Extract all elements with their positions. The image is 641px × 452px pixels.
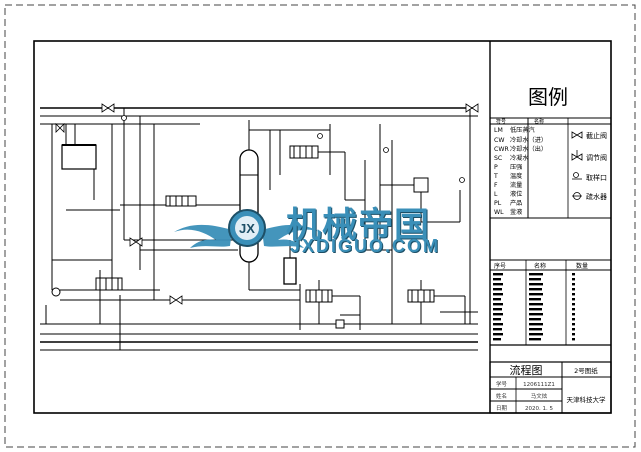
legend-code: PL <box>494 200 502 207</box>
logo-letters: JX <box>239 221 255 236</box>
student-id-label: 学号 <box>496 380 508 388</box>
equip-col-qty: 数量 <box>576 262 588 270</box>
legend-name: 冷却水（进） <box>510 136 547 144</box>
school-name: 天津科技大学 <box>567 395 607 404</box>
name-label: 姓名 <box>496 392 507 400</box>
legend-name: 产品 <box>510 199 522 207</box>
legend-code: L <box>494 191 498 198</box>
legend-name: 液位 <box>510 190 522 198</box>
legend-code: P <box>494 164 498 171</box>
name-value: 马文炫 <box>531 392 548 400</box>
legend-code: WL <box>494 209 504 216</box>
legend-code: CW <box>494 137 504 144</box>
equip-col-name: 名称 <box>534 262 546 270</box>
symbol-label-globe-valve: 截止阀 <box>586 131 607 140</box>
legend-col-code: 符号 <box>496 118 506 125</box>
legend-code: LM <box>494 127 503 134</box>
watermark-text-en: JXDIGUO.COM <box>290 236 441 256</box>
legend-name: 冷却水（出） <box>510 145 547 153</box>
watermark-text-cn: 机械帝国 <box>286 206 431 246</box>
legend-name: 釜液 <box>510 208 522 216</box>
drawing-title: 流程图 <box>510 363 543 377</box>
legend-symbols: 截止阀 调节阀 取样口 疏水器 <box>586 131 607 201</box>
date-value: 2020. 1. 5 <box>525 406 553 412</box>
sheet-size: 2号图纸 <box>574 366 598 375</box>
title-block <box>489 361 612 414</box>
legend-name: 低压蒸汽 <box>510 126 535 134</box>
legend-col-name: 名称 <box>534 118 544 125</box>
date-label: 日期 <box>496 405 508 412</box>
legend-panel <box>489 41 611 413</box>
legend-name: 流量 <box>510 181 522 189</box>
legend-name: 冷凝水 <box>510 154 529 162</box>
legend-code: T <box>493 173 498 180</box>
legend-code: F <box>494 182 498 189</box>
symbol-label-steam-trap: 疏水器 <box>586 192 607 201</box>
equipment-list-table <box>490 259 611 346</box>
legend-code: CWR <box>494 146 509 153</box>
symbol-label-sample-port: 取样口 <box>586 173 607 182</box>
watermark-logo: JX <box>174 209 320 248</box>
legend-name: 温度 <box>510 172 522 180</box>
legend-items: LM 低压蒸汽 CW 冷却水（进） CWR 冷却水（出） SC 冷凝水 P 压强… <box>493 126 547 216</box>
drawing-frame <box>33 40 612 414</box>
legend-code: SC <box>494 155 502 162</box>
legend-name: 压强 <box>510 164 522 171</box>
equip-col-index: 序号 <box>494 262 506 270</box>
legend-title: 图例 <box>528 85 568 109</box>
sheet-dashed-border <box>4 4 636 448</box>
symbol-label-control-valve: 调节阀 <box>586 153 607 162</box>
student-id-value: 1206111Z1 <box>523 382 555 388</box>
